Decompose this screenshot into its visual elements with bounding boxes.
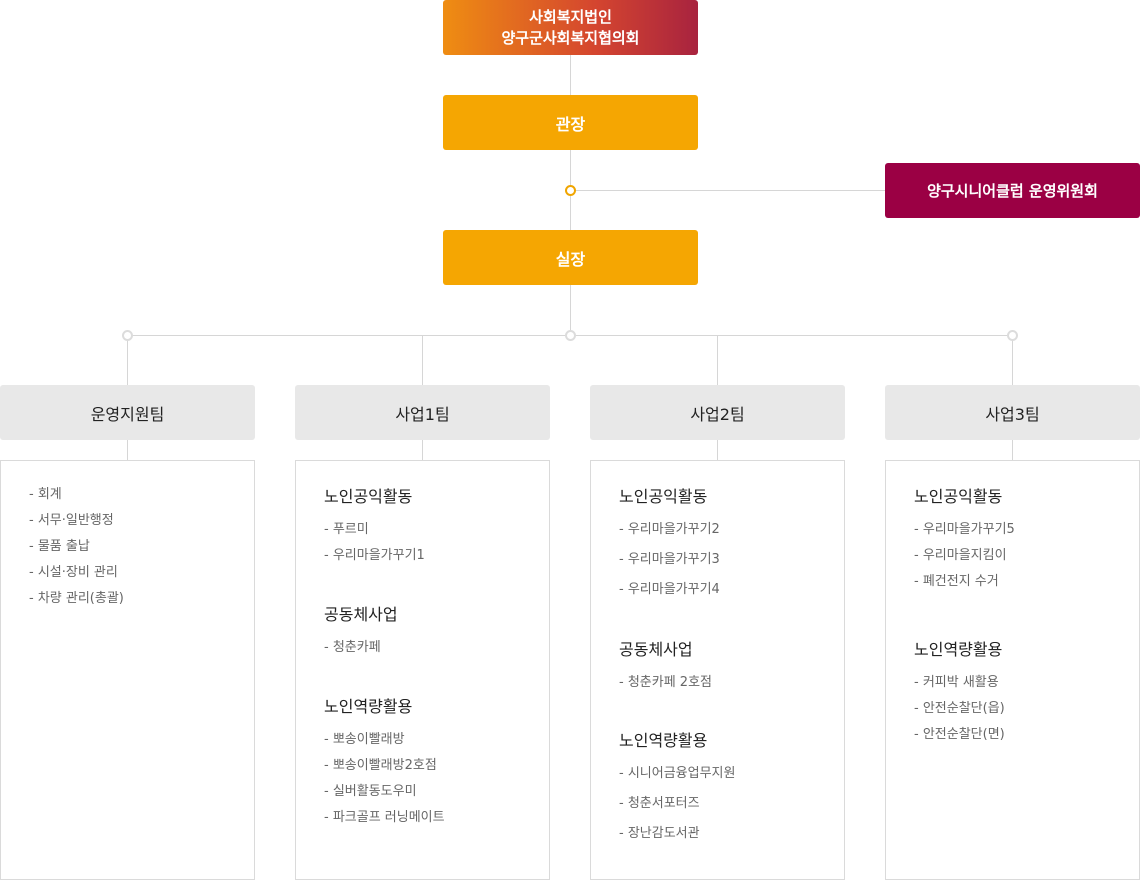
section-title: 노인역량활용: [619, 731, 708, 750]
section-title: 노인역량활용: [324, 697, 413, 716]
connector-team4: [1012, 341, 1013, 385]
section-title: 노인공익활동: [914, 487, 1003, 506]
program-list: - 우리마을가꾸기2 - 우리마을가꾸기3 - 우리마을가꾸기4: [619, 520, 834, 600]
connector-head-panel-4: [1012, 440, 1013, 460]
list-item: - 폐건전지 수거: [914, 574, 999, 589]
team-head-1: 운영지원팀: [0, 385, 255, 440]
team-panel-3: 노인공익활동 - 우리마을가꾸기2 - 우리마을가꾸기3 - 우리마을가꾸기4 …: [590, 460, 845, 880]
program-list: - 우리마을가꾸기5 - 우리마을지킴이 - 폐건전지 수거: [914, 520, 1129, 592]
list-item: - 뽀송이빨래방: [324, 732, 405, 747]
duty-list: - 회계 - 서무·일반행정 - 물품 출납 - 시설·장비 관리 - 차량 관…: [29, 485, 244, 609]
director-node: 관장: [443, 95, 698, 150]
committee-label: 양구시니어클럽 운영위원회: [927, 182, 1098, 200]
team-name: 사업2팀: [690, 404, 745, 424]
team-name: 운영지원팀: [90, 404, 165, 424]
program-list: - 시니어금융업무지원 - 청춘서포터즈 - 장난감도서관: [619, 764, 834, 844]
connector-manager-teams: [570, 285, 571, 330]
team-name: 사업1팀: [395, 404, 450, 424]
list-item: - 청춘서포터즈: [619, 796, 700, 811]
list-item: - 청춘카페 2호점: [619, 675, 712, 690]
list-item: - 우리마을가꾸기3: [619, 552, 720, 567]
list-item: - 파크골프 러닝메이트: [324, 810, 445, 825]
list-item: - 우리마을지킴이: [914, 548, 1007, 563]
connector-committee: [576, 190, 885, 191]
list-item: - 실버활동도우미: [324, 784, 417, 799]
section-title: 공동체사업: [324, 605, 398, 624]
junction-dot-committee: [565, 185, 576, 196]
list-item: - 차량 관리(총괄): [29, 591, 124, 606]
org-top-node: 사회복지법인 양구군사회복지협의회: [443, 0, 698, 55]
list-item: - 우리마을가꾸기5: [914, 522, 1015, 537]
connector-team3: [717, 335, 718, 385]
list-item: - 안전순찰단(읍): [914, 701, 1005, 716]
list-item: - 우리마을가꾸기4: [619, 582, 720, 597]
junction-dot-center: [565, 330, 576, 341]
junction-dot-left: [122, 330, 133, 341]
program-list: - 청춘카페: [324, 638, 539, 658]
list-item: - 우리마을가꾸기1: [324, 548, 425, 563]
section-title: 노인공익활동: [619, 487, 708, 506]
junction-dot-right: [1007, 330, 1018, 341]
committee-node: 양구시니어클럽 운영위원회: [885, 163, 1140, 218]
list-item: - 장난감도서관: [619, 826, 700, 841]
connector-head-panel-3: [717, 440, 718, 460]
team-head-2: 사업1팀: [295, 385, 550, 440]
connector-head-panel-1: [127, 440, 128, 460]
section-title: 노인역량활용: [914, 640, 1003, 659]
list-item: - 우리마을가꾸기2: [619, 522, 720, 537]
team-panel-1: - 회계 - 서무·일반행정 - 물품 출납 - 시설·장비 관리 - 차량 관…: [0, 460, 255, 880]
team-panel-2: 노인공익활동 - 푸르미 - 우리마을가꾸기1 공동체사업 - 청춘카페 노인역…: [295, 460, 550, 880]
list-item: - 안전순찰단(면): [914, 727, 1005, 742]
team-head-3: 사업2팀: [590, 385, 845, 440]
list-item: - 회계: [29, 487, 62, 502]
list-item: - 뽀송이빨래방2호점: [324, 758, 437, 773]
list-item: - 서무·일반행정: [29, 513, 114, 528]
list-item: - 청춘카페: [324, 640, 381, 655]
section-title: 노인공익활동: [324, 487, 413, 506]
program-list: - 푸르미 - 우리마을가꾸기1: [324, 520, 539, 566]
list-item: - 커피박 새활용: [914, 675, 999, 690]
connector-team2: [422, 335, 423, 385]
list-item: - 시설·장비 관리: [29, 565, 118, 580]
team-name: 사업3팀: [985, 404, 1040, 424]
section-title: 공동체사업: [619, 640, 693, 659]
team-panel-4: 노인공익활동 - 우리마을가꾸기5 - 우리마을지킴이 - 폐건전지 수거 노인…: [885, 460, 1140, 880]
manager-label: 실장: [555, 249, 586, 269]
team-head-4: 사업3팀: [885, 385, 1140, 440]
director-label: 관장: [555, 114, 586, 134]
org-top-line1: 사회복지법인: [529, 7, 612, 26]
connector-team1: [127, 341, 128, 385]
program-list: - 뽀송이빨래방 - 뽀송이빨래방2호점 - 실버활동도우미 - 파크골프 러닝…: [324, 730, 539, 828]
list-item: - 푸르미: [324, 522, 369, 537]
manager-node: 실장: [443, 230, 698, 285]
org-top-line2: 양구군사회복지협의회: [501, 28, 640, 47]
program-list: - 커피박 새활용 - 안전순찰단(읍) - 안전순찰단(면): [914, 673, 1129, 745]
list-item: - 물품 출납: [29, 539, 90, 554]
program-list: - 청춘카페 2호점: [619, 673, 834, 693]
list-item: - 시니어금융업무지원: [619, 766, 736, 781]
connector-top-director: [570, 55, 571, 95]
connector-head-panel-2: [422, 440, 423, 460]
